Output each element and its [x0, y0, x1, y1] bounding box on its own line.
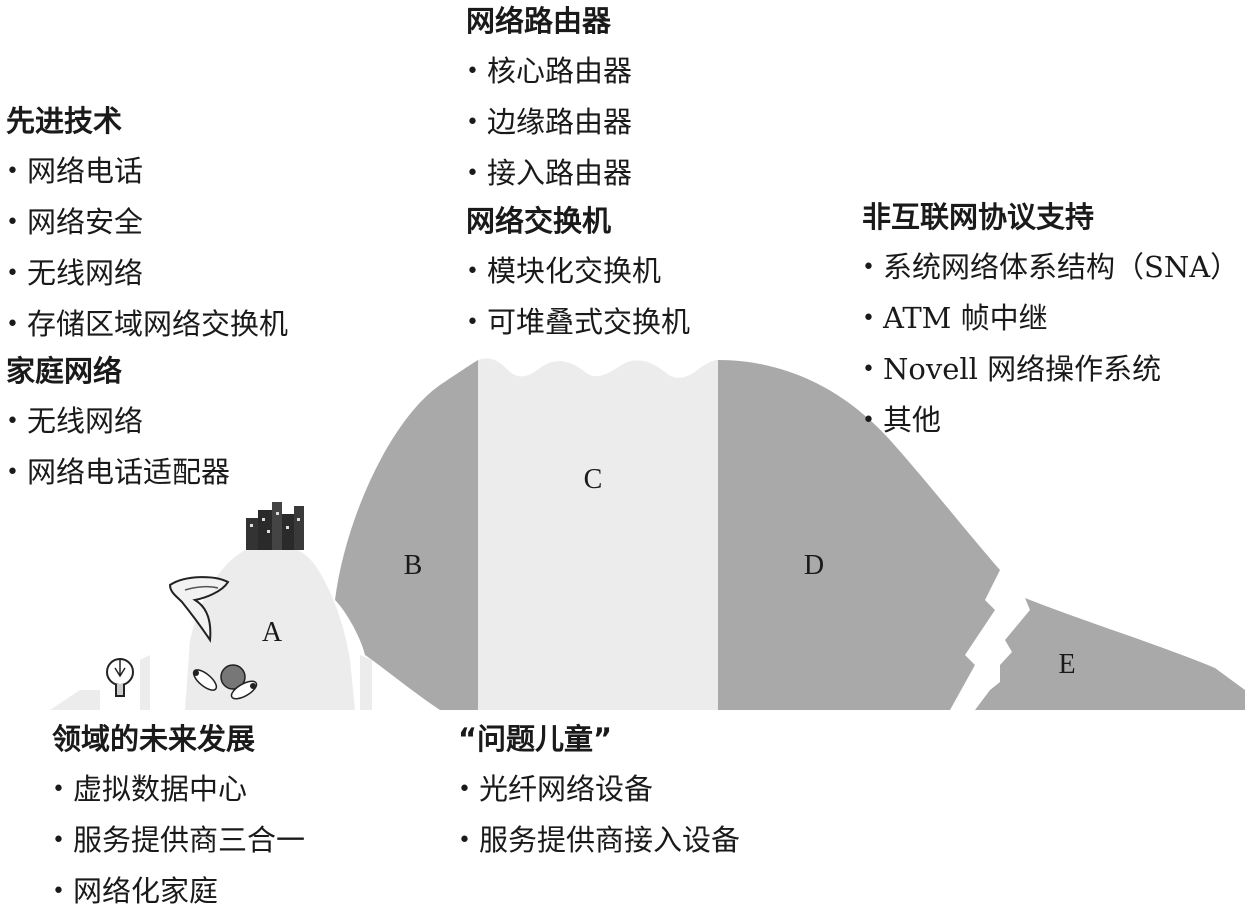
problem-child-section: “问题儿童” •光纤网络设备 •服务提供商接入设备	[458, 714, 740, 866]
zone-label-b: B	[403, 550, 423, 581]
city-icon	[246, 502, 304, 550]
list-item: •无线网络	[6, 404, 143, 438]
list-item: •网络安全	[6, 205, 143, 239]
section-title: 网络路由器	[466, 4, 612, 38]
section-title: 非互联网协议支持	[862, 200, 1095, 234]
zone-b-slope	[335, 360, 478, 710]
list-item: •服务提供商接入设备	[458, 823, 740, 857]
switches-section: 网络交换机 •模块化交换机 •可堆叠式交换机	[466, 196, 690, 348]
list-item: •模块化交换机	[466, 254, 661, 288]
zone-label-c: C	[583, 464, 603, 495]
list-item: •Novell 网络操作系统	[862, 352, 1162, 386]
non-ip-support-section: 非互联网协议支持 •系统网络体系结构（SNA） •ATM 帧中继 •Novell…	[862, 192, 1239, 446]
zone-e-tail	[975, 598, 1245, 710]
list-item: •网络电话适配器	[6, 455, 230, 489]
list-item: •其他	[862, 403, 941, 437]
zone-d-decline	[718, 360, 1000, 710]
advanced-tech-section: 先进技术 •网络电话 •网络安全 •无线网络 •存储区域网络交换机	[6, 96, 288, 350]
bowling-icon	[192, 664, 258, 700]
section-title: 家庭网络	[6, 354, 123, 388]
zone-label-a: A	[261, 617, 283, 648]
list-item: •接入路由器	[466, 156, 632, 190]
future-development-section: 领域的未来发展 •虚拟数据中心 •服务提供商三合一 •网络化家庭	[52, 714, 305, 917]
tornado-icon	[168, 576, 230, 643]
ground-strip	[50, 690, 100, 710]
routers-section: 网络路由器 •核心路由器 •边缘路由器 •接入路由器	[466, 0, 632, 199]
light-bulb-icon	[106, 658, 134, 697]
list-item: •无线网络	[6, 256, 143, 290]
list-item: •存储区域网络交换机	[6, 307, 288, 341]
list-item: •网络电话	[6, 154, 143, 188]
zone-label-e: E	[1058, 649, 1076, 680]
section-title: 领域的未来发展	[52, 722, 256, 756]
zone-c-plateau	[478, 358, 718, 710]
list-item: •ATM 帧中继	[862, 301, 1048, 335]
list-item: •光纤网络设备	[458, 772, 653, 806]
section-title: 先进技术	[6, 104, 123, 138]
list-item: •核心路由器	[466, 54, 632, 88]
section-title: “问题儿童”	[458, 722, 613, 756]
list-item: •服务提供商三合一	[52, 823, 305, 857]
list-item: •边缘路由器	[466, 105, 632, 139]
zone-label-d: D	[803, 550, 825, 581]
list-item: •虚拟数据中心	[52, 772, 247, 806]
home-network-section: 家庭网络 •无线网络 •网络电话适配器	[6, 346, 230, 498]
list-item: •系统网络体系结构（SNA）	[862, 250, 1240, 284]
zone-b-base	[360, 655, 372, 710]
ground-strip	[140, 655, 150, 710]
list-item: •可堆叠式交换机	[466, 305, 690, 339]
section-title: 网络交换机	[466, 204, 612, 238]
list-item: •网络化家庭	[52, 874, 218, 908]
